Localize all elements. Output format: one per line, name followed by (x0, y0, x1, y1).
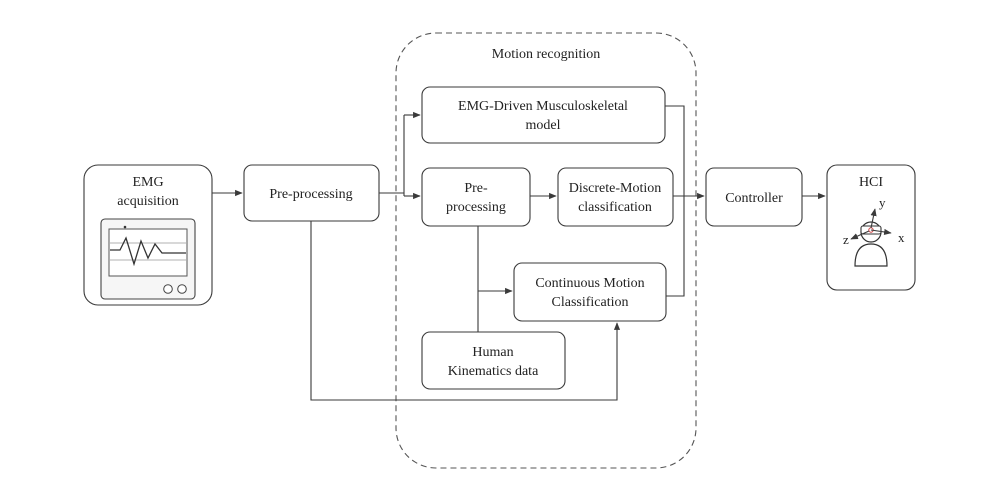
human-kinematics-label-line2: Kinematics data (448, 364, 539, 379)
human-kinematics-node: Human Kinematics data (421, 331, 566, 390)
connections (212, 105, 826, 401)
musculoskeletal-label-line2: model (526, 118, 561, 133)
vr-user-icon: y x z (843, 195, 905, 267)
x-axis-label: x (898, 230, 905, 245)
emg-acquisition-label-line1: EMG (132, 175, 163, 190)
inner-preprocessing-label-line2: processing (446, 200, 506, 215)
continuous-motion-label-line1: Continuous Motion (535, 276, 644, 291)
inner-preprocessing-label-line1: Pre- (464, 181, 488, 196)
controller-label: Controller (725, 191, 783, 206)
emg-acquisition-node: EMG acquisition (83, 164, 213, 306)
controller-node: Controller (705, 167, 803, 227)
motion-recognition-region (395, 32, 697, 469)
musculoskeletal-model-node: EMG-Driven Musculoskeletal model (421, 86, 666, 144)
inner-preprocessing-node: Pre- processing (421, 167, 531, 227)
discrete-motion-label-line1: Discrete-Motion (569, 181, 662, 196)
motion-recognition-title: Motion recognition (492, 47, 601, 62)
discrete-motion-node: Discrete-Motion classification (557, 167, 674, 227)
musculoskeletal-label-line1: EMG-Driven Musculoskeletal (458, 99, 628, 114)
line-collector (665, 105, 685, 297)
human-kinematics-label-line1: Human (472, 345, 513, 360)
discrete-motion-label-line2: classification (578, 200, 652, 215)
hci-node: HCI y x z (826, 164, 916, 291)
preprocessing-node: Pre-processing (243, 164, 380, 222)
z-axis-label: z (843, 232, 849, 247)
arrow-preprocessing-to-continuous (310, 221, 621, 401)
hci-label: HCI (859, 175, 883, 190)
emg-acquisition-label-line2: acquisition (117, 194, 178, 209)
continuous-motion-label-line2: Classification (552, 295, 629, 310)
preprocessing-label: Pre-processing (269, 187, 352, 202)
y-axis-label: y (879, 195, 886, 210)
emg-monitor-icon (100, 218, 196, 300)
continuous-motion-node: Continuous Motion Classification (513, 262, 667, 322)
